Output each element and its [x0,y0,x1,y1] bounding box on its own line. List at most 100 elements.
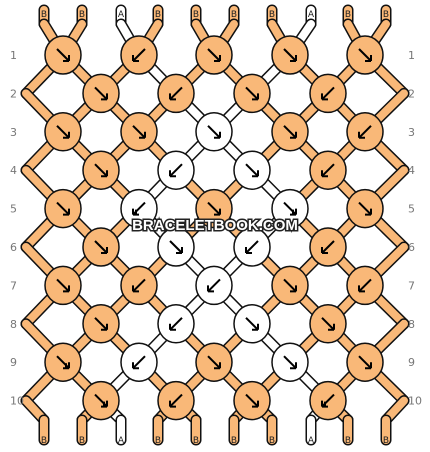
arrow-head-icon [290,55,297,62]
arrow-shaft-icon [321,86,335,101]
arrow-head-icon [290,131,297,139]
arrow-head-icon [321,170,328,178]
strand-label-top: B [231,10,237,20]
row-number-left: 9 [10,356,17,369]
row-number-left: 3 [10,126,17,139]
knot-r3-k3 [195,112,233,152]
arrow-shaft-icon [56,125,70,139]
knot-r1-k3 [195,35,233,75]
arrow-head-icon [290,362,297,370]
strand-label-bottom: B [41,436,47,446]
row-number-right: 2 [408,87,415,100]
strand-label-top: B [345,10,351,20]
arrow-shaft-icon [245,163,259,177]
knot-r4-k2 [157,150,195,190]
arrow-shaft-icon [245,86,259,101]
arrow-head-icon [207,285,214,293]
knot-r5-k5 [346,188,384,229]
arrow-shaft-icon [169,240,183,254]
knot-r3-k2 [120,112,158,152]
strand-label-top: B [155,10,161,20]
knot-r8-k2 [157,304,195,344]
arrow-shaft-icon [207,48,221,62]
arrow-shaft-icon [358,201,372,216]
arrow-shaft-icon [358,355,372,369]
arrow-shaft-icon [358,125,372,139]
row-number-right: 5 [408,203,415,216]
arrow-shaft-icon [283,278,297,293]
arrow-head-icon [132,285,139,293]
arrow-head-icon [169,93,176,101]
knot-r10-k2 [157,380,195,421]
arrow-shaft-icon [358,48,372,62]
strand-label-top: B [193,10,199,20]
arrow-head-icon [214,362,221,370]
arrow-head-icon [101,170,108,178]
arrow-head-icon [245,247,252,254]
arrow-head-icon [132,55,139,62]
arrow-shaft-icon [207,125,221,139]
arrow-head-icon [214,208,221,216]
arrow-shaft-icon [321,240,335,254]
arrow-head-icon [63,55,70,62]
arrow-head-icon [214,131,221,139]
arrow-head-icon [176,247,183,254]
knot-r5-k1 [44,188,82,229]
arrow-head-icon [169,400,176,408]
knot-r2-k2 [157,73,195,114]
knot-r7-k4 [271,265,309,306]
arrow-head-icon [290,285,297,293]
arrow-head-icon [321,93,328,101]
arrow-head-icon [139,131,146,139]
knot-r7-k1 [44,265,82,306]
knot-grid [44,35,384,421]
row-number-right: 10 [408,395,422,408]
strand-label-top: A [118,10,125,20]
knot-r1-k5 [346,35,384,75]
arrow-shaft-icon [358,278,372,293]
arrow-shaft-icon [321,317,335,331]
knot-r4-k3 [233,150,271,190]
arrow-head-icon [214,55,221,62]
arrow-head-icon [252,170,259,178]
arrow-head-icon [169,323,176,331]
strand-label-bottom: B [155,436,161,446]
strand-label-bottom: A [118,436,125,446]
knot-r4-k4 [309,150,347,190]
arrow-head-icon [365,55,372,62]
arrow-head-icon [321,247,328,254]
row-number-right: 1 [408,49,415,62]
strand-label-top: A [308,10,315,20]
knot-r6-k1 [82,227,120,267]
strand-label-top: B [79,10,85,20]
knot-r5-k2 [120,188,158,229]
row-number-right: 4 [408,164,415,177]
arrow-head-icon [328,323,335,331]
row-number-left: 5 [10,203,17,216]
knot-r9-k5 [346,342,384,382]
strand-label-top: B [383,10,389,20]
knot-r1-k4 [271,35,309,75]
knot-r9-k4 [271,342,309,382]
knot-r8-k4 [309,304,347,344]
arrow-shaft-icon [245,317,259,331]
arrow-shaft-icon [56,48,70,62]
arrow-shaft-icon [207,201,221,216]
arrow-head-icon [365,208,372,216]
arrow-shaft-icon [56,201,70,216]
arrow-shaft-icon [94,317,108,331]
knot-r4-k1 [82,150,120,190]
arrow-shaft-icon [169,163,183,177]
arrow-shaft-icon [283,355,297,369]
arrow-head-icon [101,93,108,101]
knot-r9-k2 [120,342,158,382]
arrow-head-icon [252,400,259,408]
arrow-shaft-icon [169,393,183,408]
knot-r6-k2 [157,227,195,267]
knot-r3-k1 [44,112,82,152]
arrow-shaft-icon [207,278,221,293]
strand-label-bottom: A [308,436,315,446]
arrow-head-icon [63,208,70,216]
knot-r9-k3 [195,342,233,382]
